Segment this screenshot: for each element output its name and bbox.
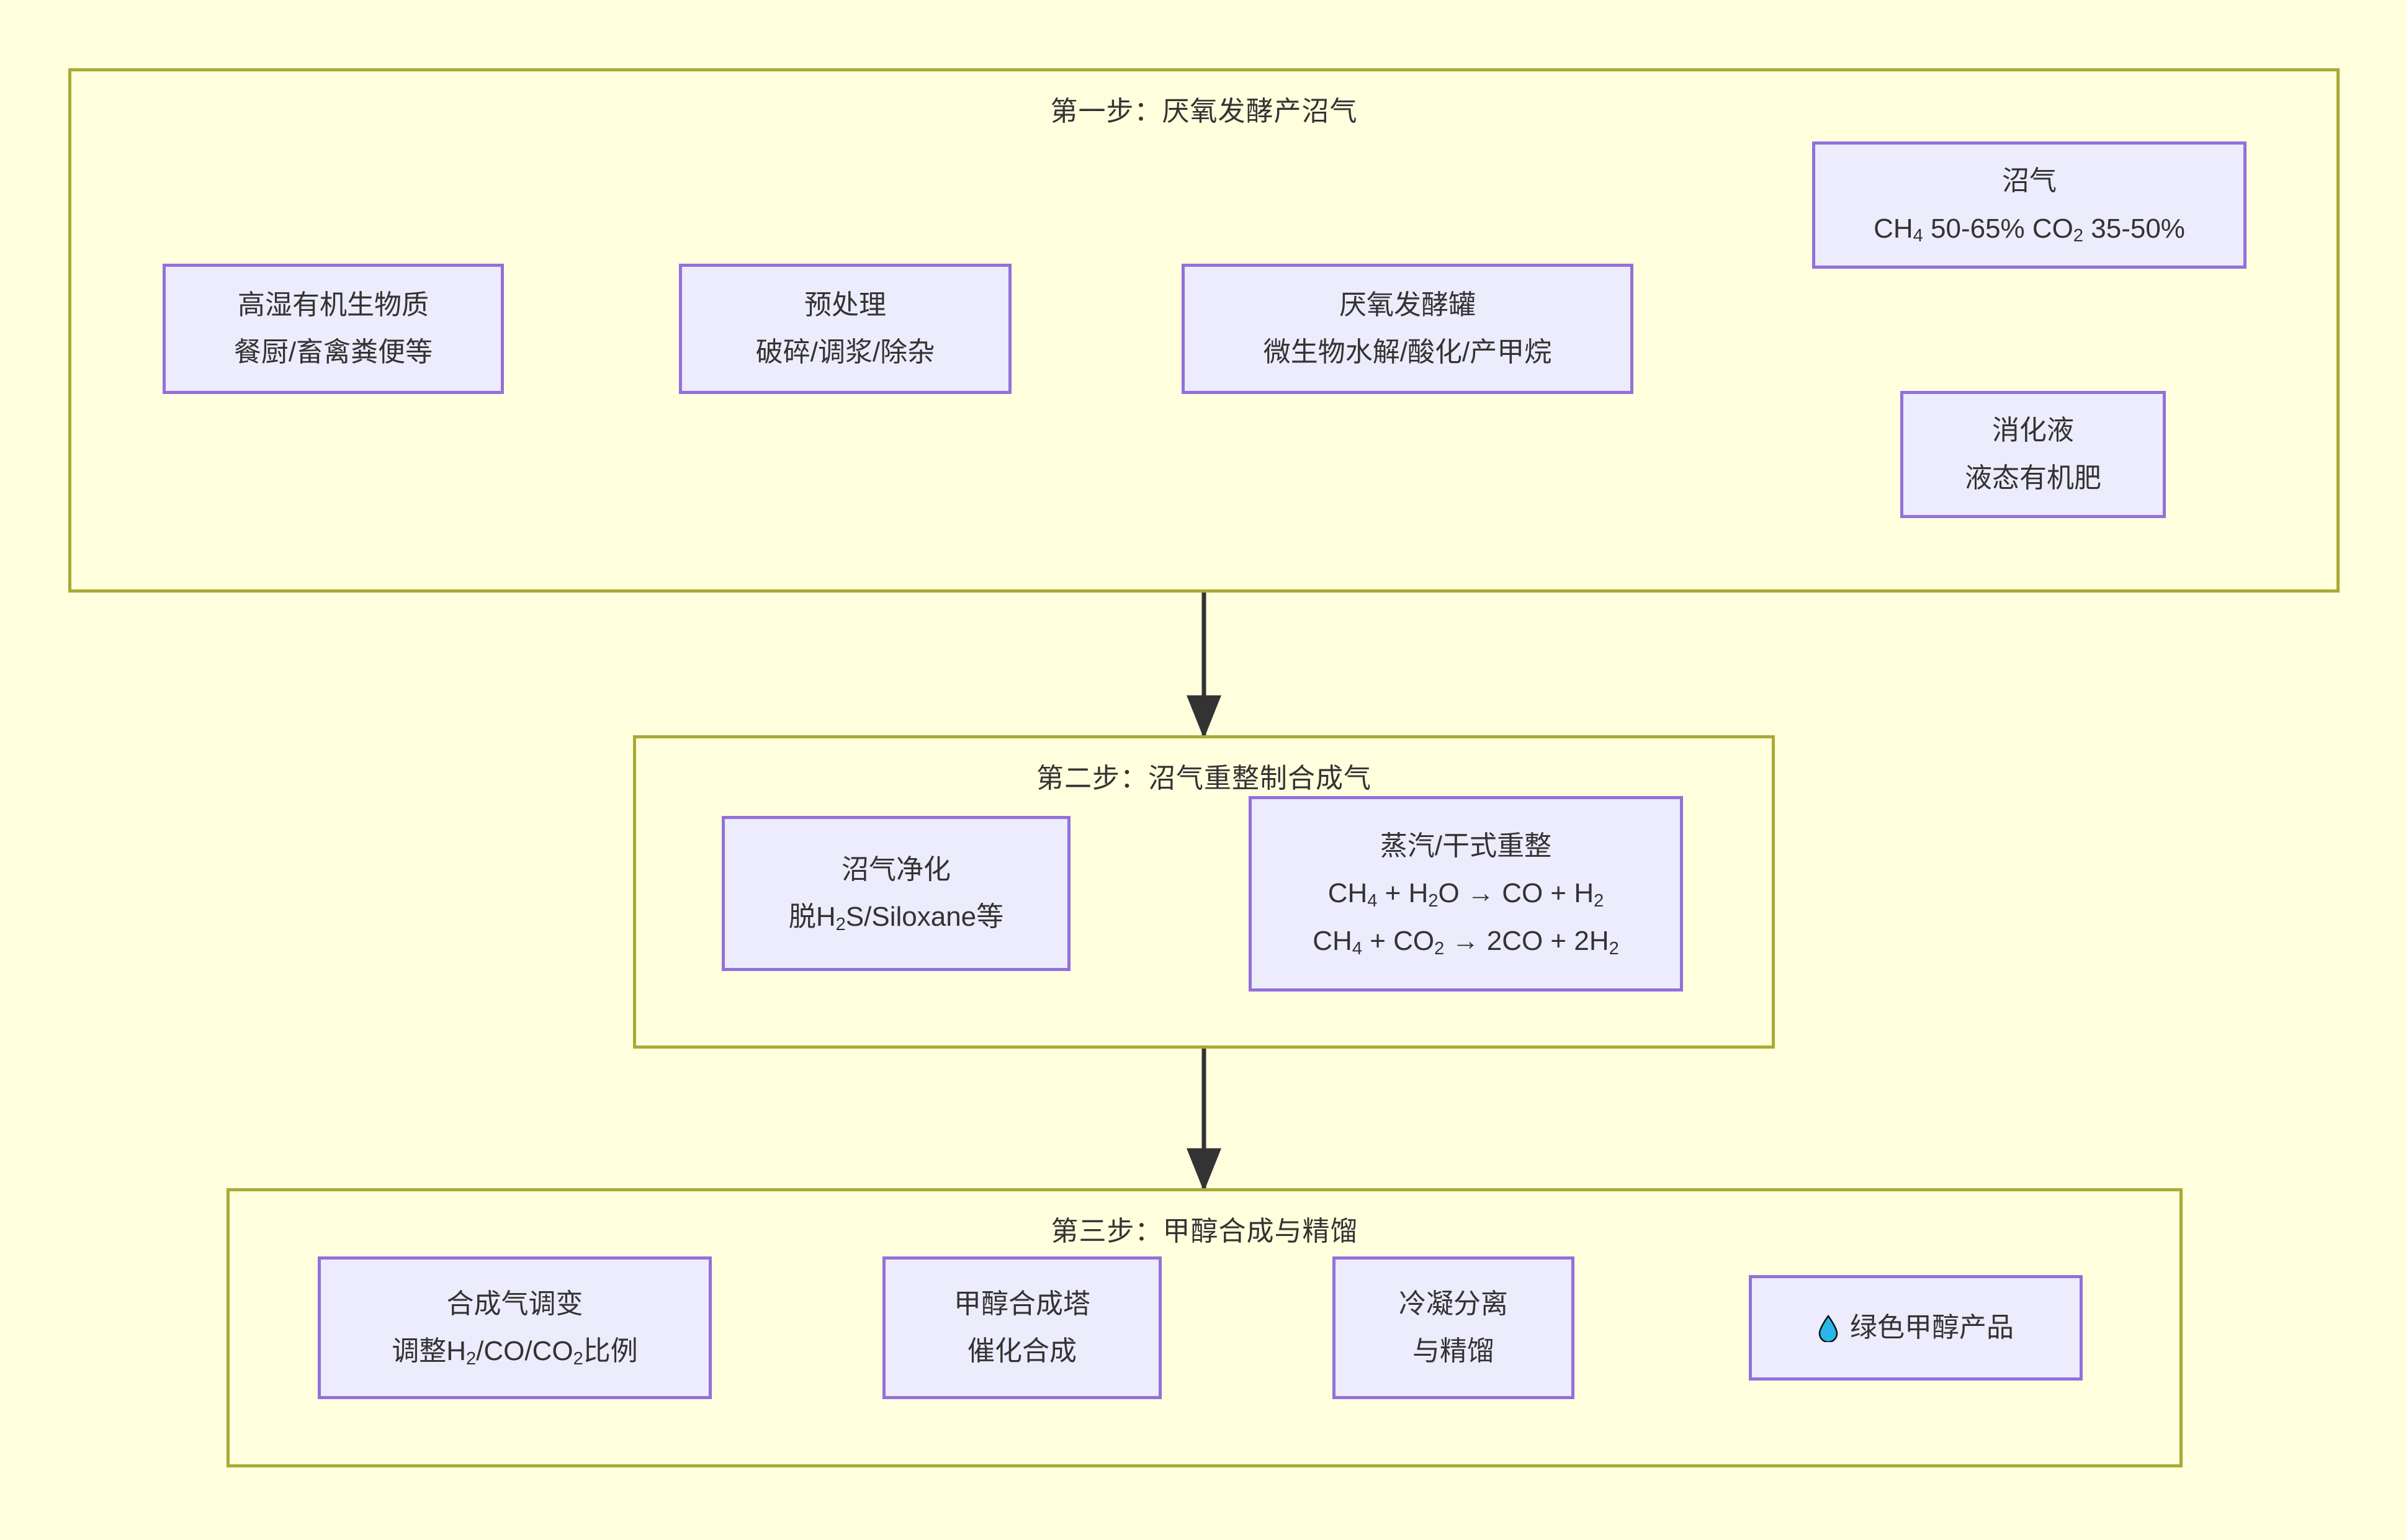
node-digestate-line1: 消化液 (1992, 415, 2074, 446)
node-shift-line2: 调整H2/CO/CO2比例 (392, 1336, 638, 1369)
subgraph-step2-title: 第二步：沼气重整制合成气 (1036, 763, 1371, 794)
subgraph-step3-title: 第三步：甲醇合成与精馏 (1051, 1216, 1358, 1247)
node-digester-line1: 厌氧发酵罐 (1339, 289, 1476, 320)
node-pretreatment-line1: 预处理 (804, 289, 886, 320)
node-condensation-distillation[interactable]: 冷凝分离 与精馏 (1332, 1256, 1574, 1399)
node-biogas-line2: CH4 50-65% CO2 35-50% (1874, 213, 2185, 246)
node-feedstock-line1: 高湿有机生物质 (238, 289, 429, 320)
node-digester-line2: 微生物水解/酸化/产甲烷 (1263, 337, 1552, 367)
node-pretreatment[interactable]: 预处理 破碎/调浆/除杂 (679, 264, 1012, 394)
node-reforming-line1: 蒸汽/干式重整 (1380, 830, 1552, 861)
node-methanol-synthesis-tower[interactable]: 甲醇合成塔 催化合成 (882, 1256, 1162, 1399)
node-feedstock-line2: 餐厨/畜禽粪便等 (233, 337, 433, 367)
node-digestate-line2: 液态有机肥 (1965, 462, 2101, 493)
node-purification-line1: 沼气净化 (842, 854, 951, 885)
node-biogas-purification[interactable]: 沼气净化 脱H2S/Siloxane等 (722, 816, 1071, 971)
node-condensation-line1: 冷凝分离 (1399, 1288, 1508, 1319)
node-reforming[interactable]: 蒸汽/干式重整 CH4 + H2O → CO + H2 CH4 + CO2 → … (1249, 796, 1683, 992)
node-reforming-line3: CH4 + CO2 → 2CO + 2H2 (1313, 925, 1619, 959)
node-digester[interactable]: 厌氧发酵罐 微生物水解/酸化/产甲烷 (1182, 264, 1633, 394)
node-synthesis-line2: 催化合成 (967, 1336, 1077, 1366)
node-product-label: 绿色甲醇产品 (1850, 1312, 2014, 1343)
node-green-methanol-product[interactable]: 绿色甲醇产品 (1749, 1275, 2083, 1381)
node-purification-line2: 脱H2S/Siloxane等 (788, 902, 1004, 934)
node-synthesis-line1: 甲醇合成塔 (954, 1288, 1090, 1319)
node-shift-line1: 合成气调变 (446, 1288, 583, 1319)
node-feedstock[interactable]: 高湿有机生物质 餐厨/畜禽粪便等 (163, 264, 504, 394)
node-reforming-line2: CH4 + H2O → CO + H2 (1327, 878, 1604, 911)
node-pretreatment-line2: 破碎/调浆/除杂 (755, 337, 935, 367)
node-biogas[interactable]: 沼气 CH4 50-65% CO2 35-50% (1812, 141, 2247, 269)
droplet-icon (1818, 1314, 1839, 1343)
node-digestate[interactable]: 消化液 液态有机肥 (1900, 391, 2166, 518)
node-condensation-line2: 与精馏 (1412, 1336, 1494, 1366)
subgraph-step1-title: 第一步：厌氧发酵产沼气 (1050, 96, 1358, 127)
node-biogas-line1: 沼气 (2002, 166, 2057, 197)
node-syngas-shift[interactable]: 合成气调变 调整H2/CO/CO2比例 (318, 1256, 712, 1399)
